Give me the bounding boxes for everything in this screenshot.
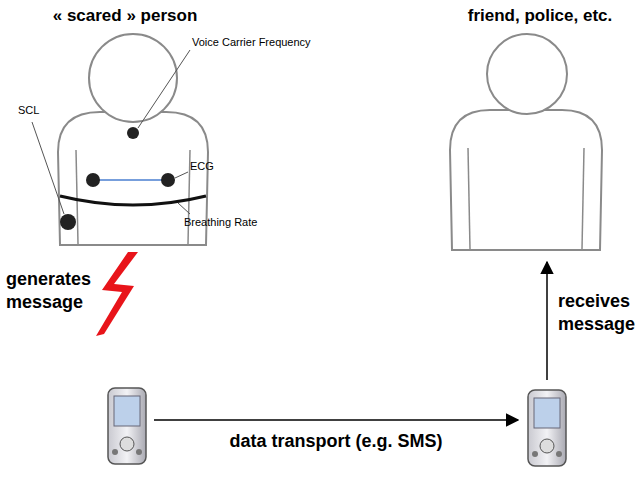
person-node: « scared » person: [49, 6, 202, 26]
sensor-label: Voice Carrier Frequency: [192, 36, 311, 48]
node-heading: « scared » person: [49, 6, 202, 26]
person-figure: [58, 34, 208, 245]
sensor-label: ECG: [190, 160, 214, 172]
lightning-bolt: [96, 252, 138, 336]
sensors: [32, 50, 206, 230]
message-label: data transport (e.g. SMS): [229, 430, 442, 453]
message-label: receives message: [558, 290, 638, 335]
message-label: generates message: [6, 268, 106, 313]
receive-arrow: [546, 262, 548, 380]
node-heading: friend, police, etc.: [464, 6, 617, 26]
sensor-label: Breathing Rate: [184, 216, 257, 228]
person-figure: [450, 34, 602, 250]
person-node: friend, police, etc.: [464, 6, 617, 26]
transport-arrow: [154, 419, 518, 421]
phone-icon: [528, 390, 566, 466]
phone-icon: [108, 388, 146, 464]
sensor-label: SCL: [18, 104, 39, 116]
